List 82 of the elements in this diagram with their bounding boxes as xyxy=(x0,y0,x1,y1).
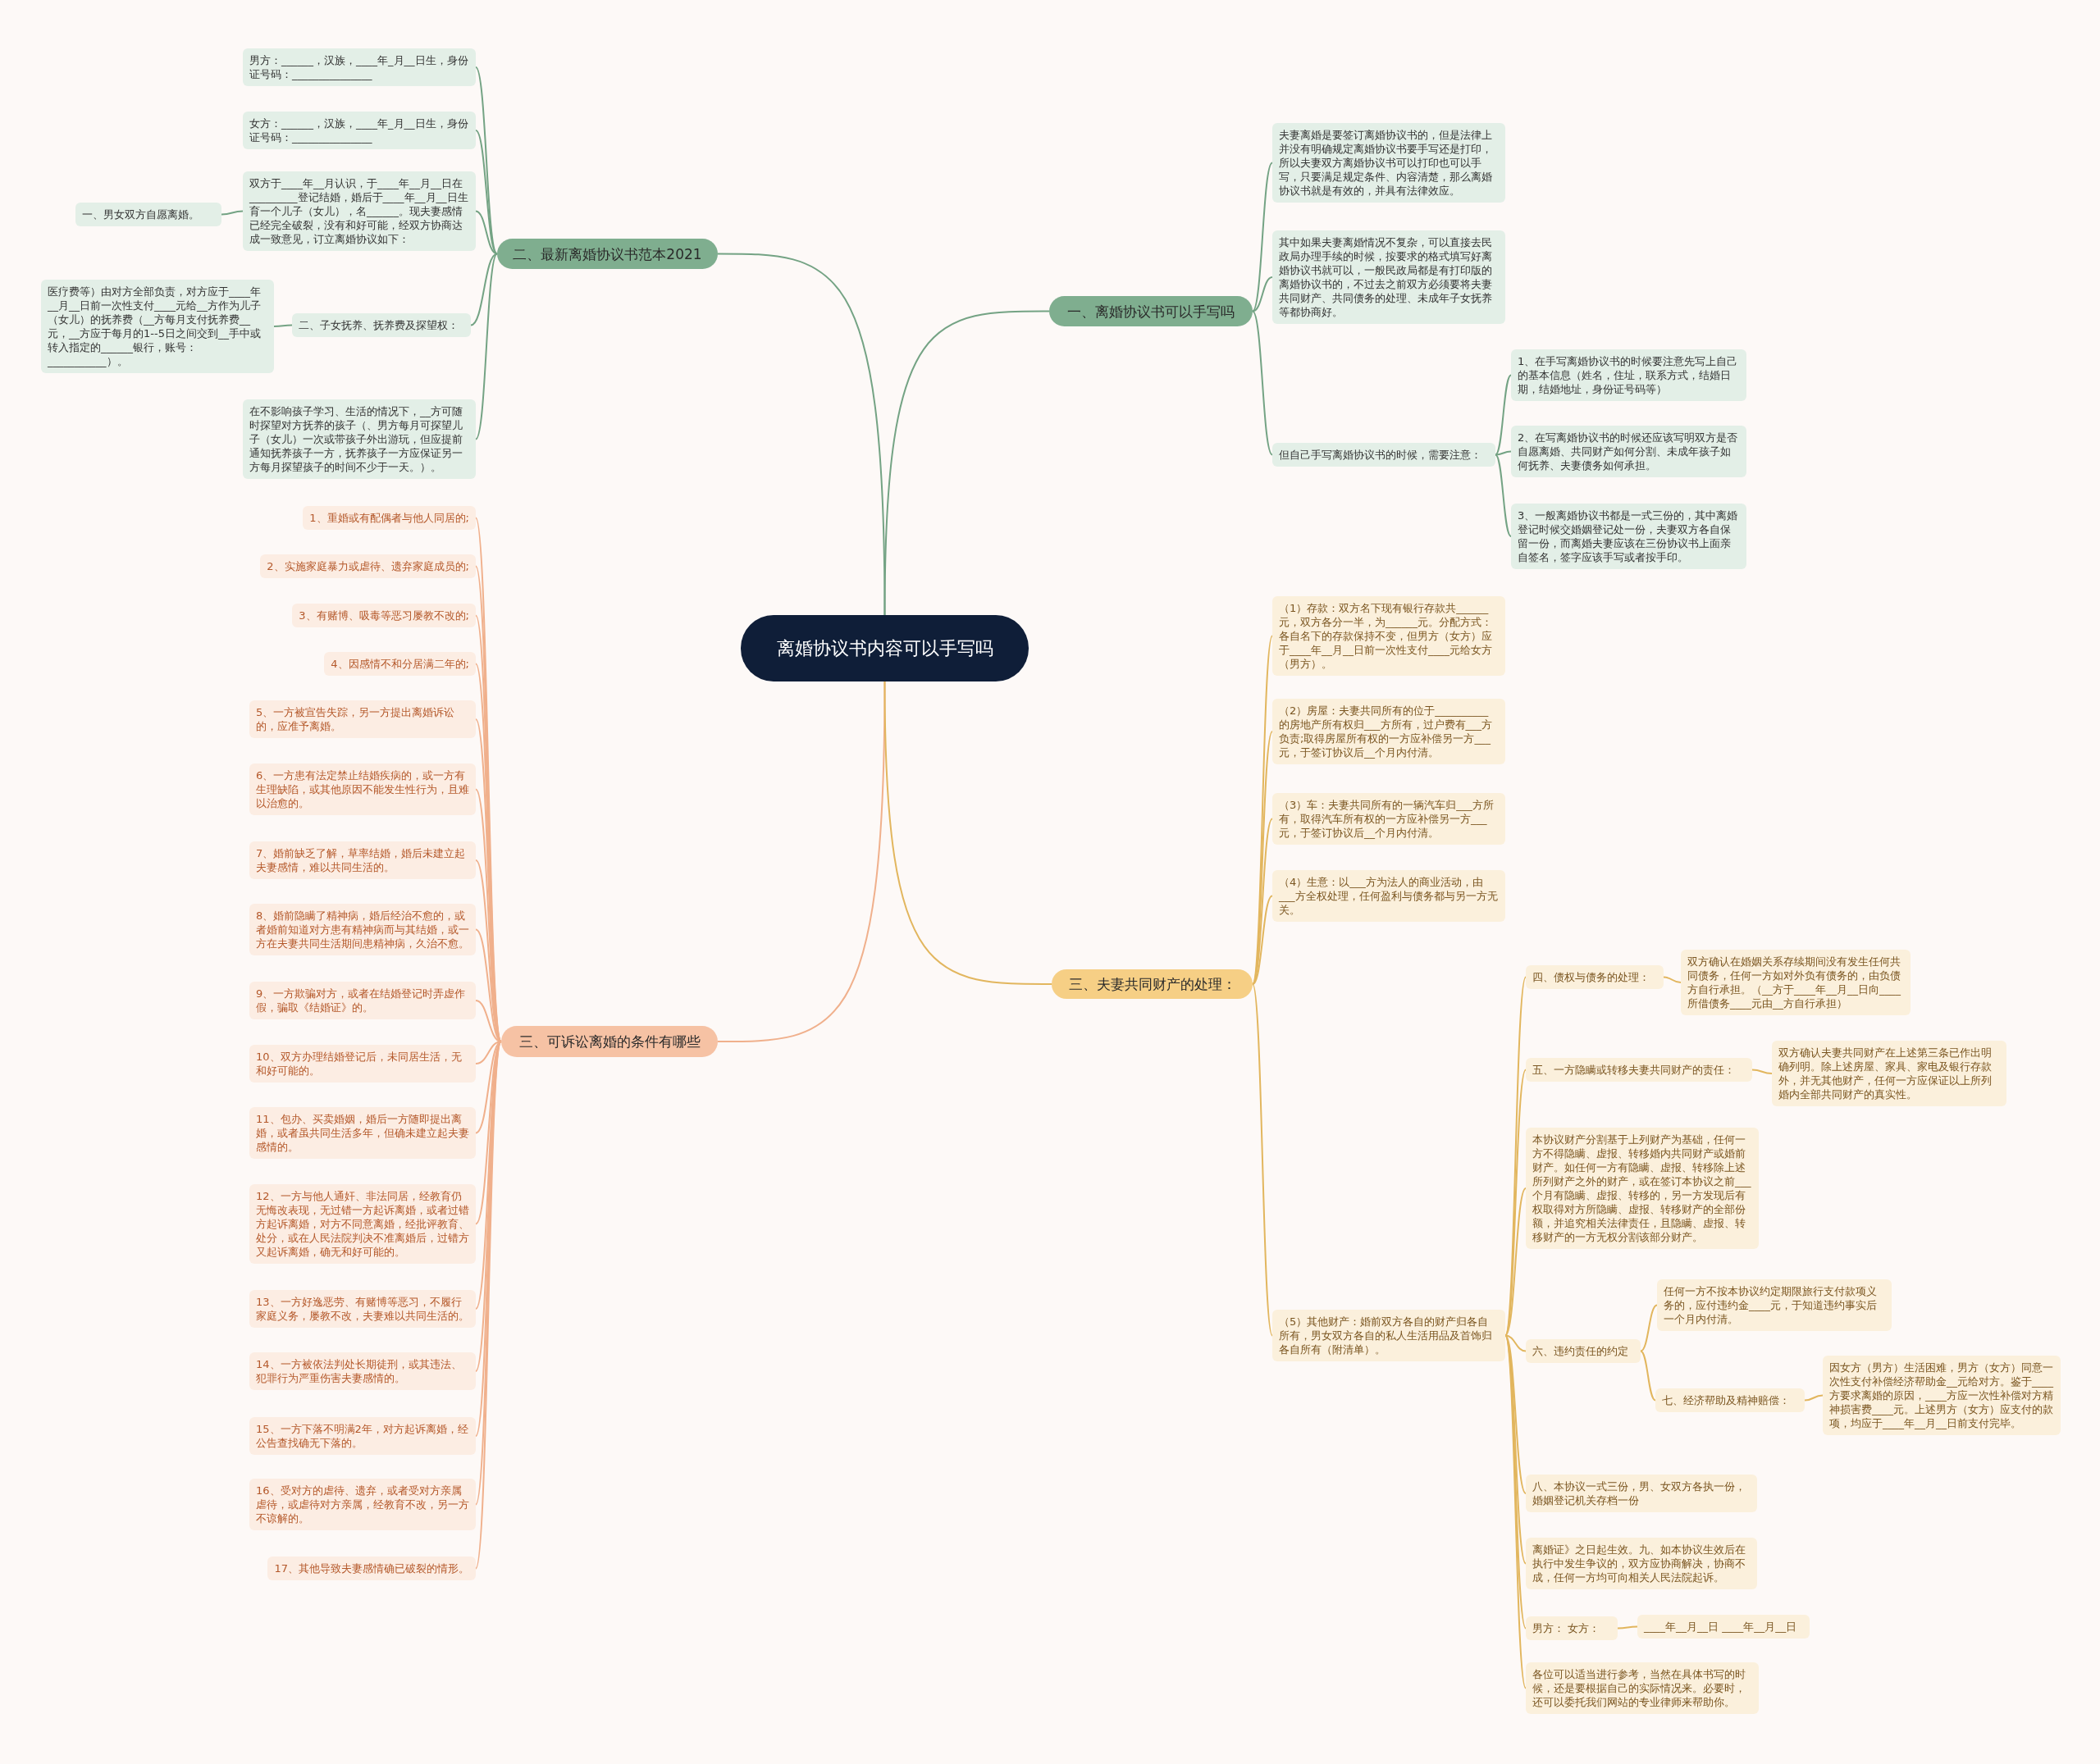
connector-line xyxy=(475,1000,502,1042)
topic-box: 夫妻离婚是要签订离婚协议书的，但是法律上并没有明确规定离婚协议书要手写还是打印，所以夫妻双方离婚协议书可以打印也可以手写，只要满足规定条件、内容清楚，那么离婚协议书就是有效的，并具有法律效应。 xyxy=(1272,123,1505,203)
connector-line xyxy=(1252,818,1273,985)
topic-box: 1、在手写离婚协议书的时候要注意先写上自己的基本信息（姓名，住址，联系方式，结婚日期，结婚地址，身份证号码等） xyxy=(1511,349,1746,401)
topic-box: 二、子女抚养、抚养费及探望权： xyxy=(292,313,471,337)
connector-line xyxy=(273,324,293,327)
branch-topic: 三、可诉讼离婚的条件有哪些 xyxy=(501,1026,718,1057)
topic-box: （1）存款：双方名下现有银行存款共______元，双方各分一半，为______元。分配方式：各自名下的存款保持不变，但男方（女方）应于____年__月__日前一次性支付____元给女方（男方）。 xyxy=(1272,596,1505,676)
topic-box: 11、包办、买卖婚姻，婚后一方随即提出离婚，或者虽共同生活多年，但确未建立起夫妻感情的。 xyxy=(249,1107,476,1159)
connector-line xyxy=(1495,374,1512,456)
topic-box: 七、经济帮助及精神赔偿： xyxy=(1655,1388,1805,1412)
topic-box: 1、重婚或有配偶者与他人同居的; xyxy=(303,506,476,530)
connector-line xyxy=(470,253,498,326)
branch-topic: 二、最新离婚协议书范本2021 xyxy=(497,239,718,269)
topic-box: 男方： 女方： xyxy=(1526,1616,1618,1640)
connector-line xyxy=(1640,1304,1658,1352)
connector-line xyxy=(1252,162,1273,312)
topic-box: 14、一方被依法判处长期徒刑，或其违法、犯罪行为严重伤害夫妻感情的。 xyxy=(249,1352,476,1390)
topic-box: 9、一方欺骗对方，或者在结婚登记时弄虚作假，骗取《结婚证》的。 xyxy=(249,982,476,1019)
topic-box: 7、婚前缺乏了解，草率结婚，婚后未建立起夫妻感情，难以共同生活的。 xyxy=(249,841,476,879)
topic-box: 任何一方不按本协议约定期限旅行支付款项义务的，应付违约金____元，于知道违约事实后一个月内付清。 xyxy=(1657,1279,1892,1331)
topic-box: 医疗费等）由对方全部负责，对方应于____年__月__日前一次性支付____元给__方作为儿子（女儿）的抚养费（__方每月支付抚养费__元，__方应于每月的1--5日之间交到__手中或转入指定的______银行，账号：___________）。 xyxy=(41,280,274,373)
connector-line xyxy=(1252,983,1273,1337)
topic-box: 2、实施家庭暴力或虐待、遗弃家庭成员的; xyxy=(260,554,476,578)
connector-line xyxy=(1504,1187,1527,1337)
connector-line xyxy=(1504,1334,1527,1494)
connector-line xyxy=(1640,1350,1656,1402)
topic-box: 12、一方与他人通奸、非法同居，经教育仍无悔改表现，无过错一方起诉离婚，或者过错方起诉离婚，对方不同意离婚，经批评教育、处分，或在人民法院判决不准离婚后，过错方又起诉离婚，确无和好可能的。 xyxy=(249,1184,476,1264)
topic-box: 一、男女双方自愿离婚。 xyxy=(75,203,221,226)
topic-box: 各位可以适当进行参考，当然在具体书写的时候，还是要根据自己的实际情况来。必要时，还可以委托我们网站的专业律师来帮助你。 xyxy=(1526,1662,1759,1714)
topic-box: 5、一方被宣告失踪，另一方提出离婚诉讼的，应准予离婚。 xyxy=(249,700,476,738)
topic-box: 17、其他导致夫妻感情确已破裂的情形。 xyxy=(267,1557,476,1580)
topic-box: 但自己手写离婚协议书的时候，需要注意： xyxy=(1272,443,1495,467)
topic-box: 3、一般离婚协议书都是一式三份的，其中离婚登记时候交婚姻登记处一份，夫妻双方各自保留一份，而离婚夫妻应该在三份协议书上面亲自签名，签字应该手写或者按手印。 xyxy=(1511,504,1746,569)
connector-line xyxy=(1495,450,1512,456)
topic-box: ____年__月__日 ____年__月__日 xyxy=(1637,1615,1810,1639)
connector-line xyxy=(475,253,498,440)
topic-box: 男方：______，汉族，____年_月__日生，身份证号码：_______________ xyxy=(243,48,476,86)
topic-box: 在不影响孩子学习、生活的情况下，__方可随时探望对方抚养的孩子（、男方每月可探望儿子（女儿）一次或带孩子外出游玩，但应提前通知抚养孩子一方，抚养孩子一方应保证另一方每月探望孩子的时间不少于一天。）。 xyxy=(243,399,476,479)
connector-line xyxy=(1663,976,1682,983)
connector-line xyxy=(1504,1334,1527,1352)
branch-topic: 三、夫妻共同财产的处理： xyxy=(1052,969,1253,999)
topic-box: 双方确认夫妻共同财产在上述第三条已作出明确列明。除上述房屋、家具、家电及银行存款外，并无其他财产，任何一方应保证以上所列婚内全部共同财产的真实性。 xyxy=(1772,1041,2006,1106)
topic-box: （2）房屋：夫妻共同所有的位于__________的房地产所有权归___方所有，过户费有___方负责;取得房屋所有权的一方应补偿另一方___元，于签订协议后__个月内付清。 xyxy=(1272,699,1505,764)
topic-box: 8、婚前隐瞒了精神病，婚后经治不愈的，或者婚前知道对方患有精神病而与其结婚，或一方在夫妻共同生活期间患精神病，久治不愈。 xyxy=(249,904,476,955)
topic-box: 因女方（男方）生活困难，男方（女方）同意一次性支付补偿经济帮助金__元给对方。鉴于____方要求离婚的原因，____方应一次性补偿对方精神损害费____元。上述男方（女方）应支付的款项，均应于____年__月__日前支付完毕。 xyxy=(1823,1356,2061,1435)
connector-line xyxy=(717,253,886,616)
connector-line xyxy=(1252,310,1273,456)
topic-box: 双方于____年__月认识，于____年__月__日在_________登记结婚，婚后于____年__月__日生育一个儿子（女儿），名______。现夫妻感情已经完全破裂，没有和好可能，经双方协商达成一致意见，订立离婚协议如下： xyxy=(243,171,476,251)
topic-box: 15、一方下落不明满2年，对方起诉离婚，经公告查找确无下落的。 xyxy=(249,1417,476,1455)
topic-box: 其中如果夫妻离婚情况不复杂，可以直接去民政局办理手续的时候，按要求的格式填写好离婚协议书就可以，一般民政局都是有打印版的离婚协议书的，不过去之前双方必须要将夫妻共同财产、共同债务的处理、未成年子女抚养等都协商好。 xyxy=(1272,230,1505,324)
connector-line xyxy=(717,681,886,1042)
connector-line xyxy=(1252,895,1273,985)
topic-box: 双方确认在婚姻关系存续期间没有发生任何共同债务，任何一方如对外负有债务的，由负债方自行承担。（__方于____年__月__日向____所借债务____元由__方自行承担） xyxy=(1681,950,1911,1015)
topic-box: 女方：______，汉族，____年_月__日生，身份证号码：_______________ xyxy=(243,112,476,149)
topic-box: 6、一方患有法定禁止结婚疾病的，或一方有生理缺陷，或其他原因不能发生性行为，且难以治愈的。 xyxy=(249,763,476,815)
topic-box: 4、因感情不和分居满二年的; xyxy=(324,652,476,676)
central-topic: 离婚协议书内容可以手写吗 xyxy=(741,615,1029,681)
topic-box: 3、有赌博、吸毒等恶习屡教不改的; xyxy=(292,604,476,627)
topic-box: （4）生意：以___方为法人的商业活动，由___方全权处理，任何盈利与债务都与另一方无关。 xyxy=(1272,870,1505,922)
connector-line xyxy=(475,210,498,255)
topic-box: 2、在写离婚协议书的时候还应该写明双方是否自愿离婚、共同财产如何分割、未成年孩子如何抚养、夫妻债务如何承担。 xyxy=(1511,426,1746,477)
connector-line xyxy=(1495,454,1512,537)
topic-box: 离婚证》之日起生效。九、如本协议生效后在执行中发生争议的，双方应协商解决，协商不成，任何一方均可向相关人民法院起诉。 xyxy=(1526,1538,1757,1589)
connector-line xyxy=(883,681,1052,985)
branch-topic: 一、离婚协议书可以手写吗 xyxy=(1049,296,1253,326)
connector-line xyxy=(475,130,498,255)
topic-box: 六、违约责任的约定 xyxy=(1526,1339,1641,1363)
topic-box: 10、双方办理结婚登记后，未同居生活，无和好可能的。 xyxy=(249,1045,476,1083)
topic-box: 本协议财产分割基于上列财产为基础，任何一方不得隐瞒、虚报、转移婚内共同财产或婚前财产。如任何一方有隐瞒、虚报、转移除上述所列财产之外的财产，或在签订本协议之前___个月有隐瞒、虚报、转移的，另一方发现后有权取得对方所隐瞒、虚报、转移财产的全部份额，并追究相关法律责任，且隐瞒、虚报、转移财产的一方无权分割该部分财产。 xyxy=(1526,1128,1759,1249)
topic-box: 八、本协议一式三份，男、女双方各执一份，婚姻登记机关存档一份 xyxy=(1526,1475,1757,1512)
connector-line xyxy=(221,210,244,216)
topic-box: （3）车：夫妻共同所有的一辆汽车归___方所有，取得汽车所有权的一方应补偿另一方___元，于签订协议后__个月内付清。 xyxy=(1272,793,1505,845)
topic-box: 五、一方隐瞒或转移夫妻共同财产的责任： xyxy=(1526,1058,1752,1082)
topic-box: 四、债权与债务的处理： xyxy=(1526,965,1664,989)
topic-box: 16、受对方的虐待、遗弃，或者受对方亲属虐待，或虐待对方亲属，经教育不改，另一方不谅解的。 xyxy=(249,1479,476,1530)
topic-box: （5）其他财产：婚前双方各自的财产归各自所有，男女双方各自的私人生活用品及首饰归各自所有（附清单）。 xyxy=(1272,1310,1505,1361)
connector-line xyxy=(1751,1069,1773,1074)
connector-line xyxy=(1617,1625,1638,1630)
connector-line xyxy=(1804,1394,1824,1402)
connector-line xyxy=(1252,276,1273,312)
topic-box: 13、一方好逸恶劳、有赌博等恶习，不履行家庭义务，屡教不改，夫妻难以共同生活的。 xyxy=(249,1290,476,1328)
